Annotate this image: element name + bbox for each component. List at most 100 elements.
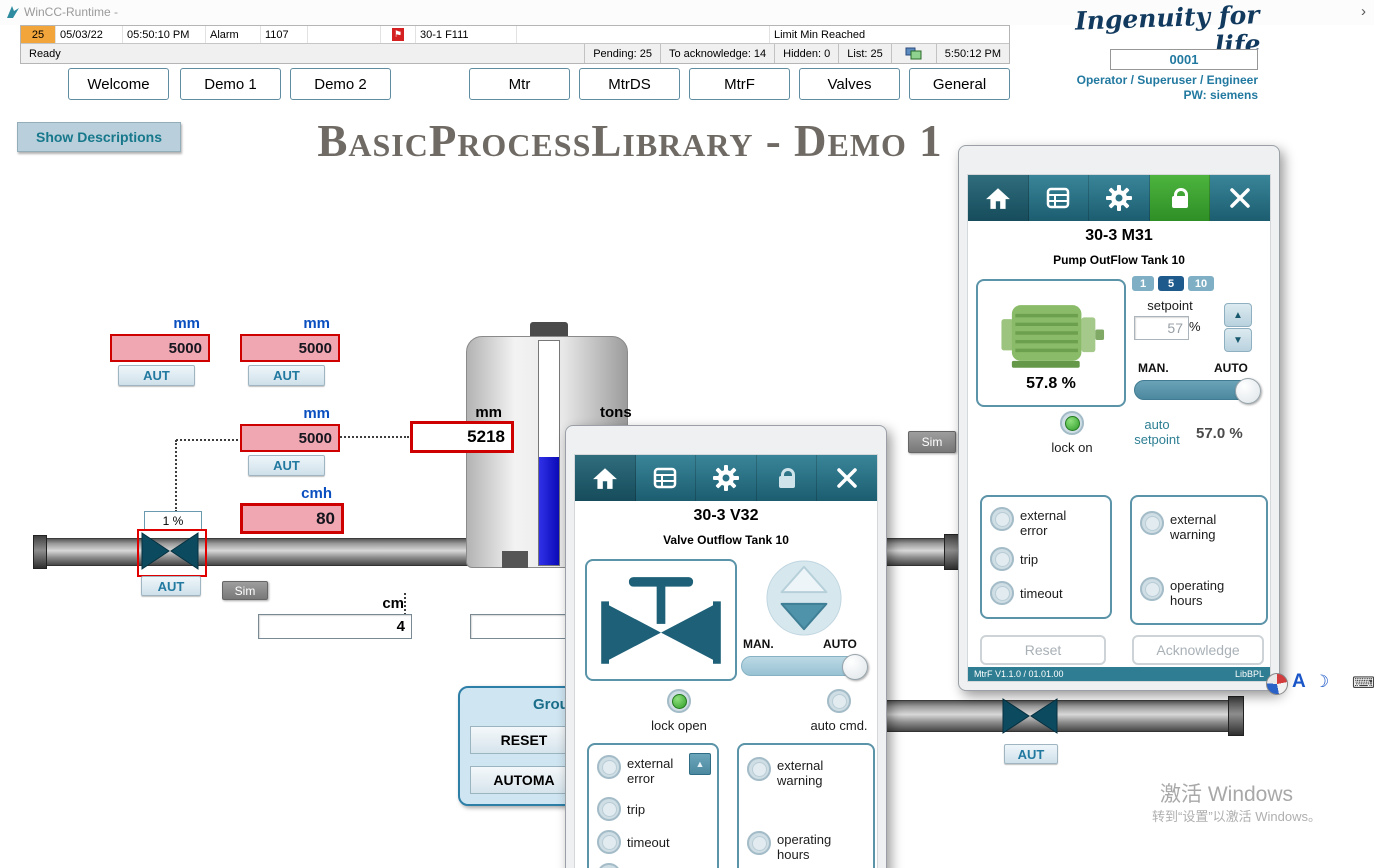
nav-button-mtrds[interactable]: MtrDS — [579, 68, 680, 100]
arrow-up-icon — [780, 565, 828, 594]
nav-button-welcome[interactable]: Welcome — [68, 68, 169, 100]
lock-tab[interactable] — [757, 455, 818, 501]
value-display-alarm[interactable]: 5000 — [240, 424, 340, 452]
alarm-row[interactable]: 25 05/03/22 05:50:10 PM Alarm 1107 ⚑ 30-… — [21, 26, 1009, 43]
alarm-cell-id: 1107 — [261, 26, 308, 43]
group-reset-button[interactable]: RESET — [470, 726, 578, 754]
valve-icon[interactable] — [1002, 698, 1058, 734]
settings-tab[interactable] — [696, 455, 757, 501]
setpoint-input[interactable]: 57 — [1134, 316, 1189, 340]
dotted-line — [175, 440, 177, 512]
nav-button-general[interactable]: General — [909, 68, 1010, 100]
motor-symbol-panel: 57.8 % — [976, 279, 1126, 407]
auto-cmd-label: auto cmd. — [810, 718, 868, 733]
setpoint-unit: % — [1189, 319, 1201, 334]
faceplate-tag: 30-3 V32 — [693, 507, 759, 524]
open-close-arrows[interactable] — [765, 559, 843, 637]
aut-mode-button[interactable]: AUT — [1004, 744, 1058, 764]
unit-label: mm — [173, 315, 200, 332]
man-auto-slider[interactable] — [1134, 378, 1261, 404]
nav-button-mtrf[interactable]: MtrF — [689, 68, 790, 100]
auto-label: AUTO — [1214, 361, 1248, 375]
details-tab[interactable] — [636, 455, 697, 501]
nav-button-valves[interactable]: Valves — [799, 68, 900, 100]
indicator-led — [597, 863, 621, 868]
value-display-alarm[interactable]: 5000 — [240, 334, 340, 362]
indicator-label: external warning — [1170, 512, 1217, 542]
aut-mode-button[interactable]: AUT — [248, 365, 325, 386]
dotted-line — [333, 436, 409, 438]
nav-button-demo1[interactable]: Demo 1 — [180, 68, 281, 100]
touch-keyboard-icon[interactable]: ⌨ — [1352, 675, 1374, 692]
indicator-led — [747, 757, 771, 781]
group-automatic-button[interactable]: AUTOMA — [470, 766, 578, 794]
station-id-field[interactable]: 0001 — [1110, 49, 1258, 70]
valve-position-display[interactable]: 1 % — [144, 511, 202, 531]
nav-button-mtr[interactable]: Mtr — [469, 68, 570, 100]
details-tab[interactable] — [1029, 175, 1090, 221]
arrow-down-icon — [780, 602, 828, 631]
password-hint-label: PW: siemens — [1183, 88, 1258, 102]
step-tab-5[interactable]: 5 — [1158, 276, 1184, 291]
valve-symbol-icon — [601, 577, 721, 664]
aut-mode-button[interactable]: AUT — [118, 365, 195, 386]
chevron-right-icon[interactable]: › — [1361, 3, 1366, 20]
sim-button[interactable]: Sim — [908, 431, 956, 453]
unit-label: cm — [382, 595, 404, 612]
reset-button[interactable]: Reset — [980, 635, 1106, 665]
windows-activation-line2: 转到“设置”以激活 Windows。 — [1152, 809, 1322, 824]
alarm-cell-message: Limit Min Reached — [774, 28, 866, 41]
home-tab[interactable] — [575, 455, 636, 501]
alarm-cell-empty — [308, 26, 381, 43]
indicator-led — [990, 547, 1014, 571]
step-tab-10[interactable]: 10 — [1188, 276, 1214, 291]
indicator-label: timeout — [1020, 586, 1063, 601]
ime-moon-icon[interactable]: ☽ — [1314, 672, 1330, 691]
alarm-statusbar: Ready Pending: 25 To acknowledge: 14 Hid… — [21, 43, 1009, 63]
home-tab[interactable] — [968, 175, 1029, 221]
tank-outlet — [502, 551, 528, 568]
close-button[interactable] — [817, 455, 877, 501]
lock-tab-active[interactable] — [1149, 175, 1211, 221]
wincc-logo-icon — [7, 6, 19, 18]
man-auto-slider[interactable] — [741, 654, 868, 680]
window-title: WinCC-Runtime - — [24, 5, 119, 19]
ime-globe-icon[interactable] — [1266, 673, 1288, 695]
auto-setpoint-value: 57.0 % — [1196, 425, 1243, 442]
scroll-up-button[interactable]: ▲ — [689, 753, 711, 775]
slider-knob[interactable] — [842, 654, 868, 680]
unit-label: mm — [475, 404, 502, 421]
level-value-display[interactable]: 5218 — [410, 421, 514, 453]
faceplate-description: Valve Outflow Tank 10 — [663, 533, 789, 547]
slider-knob[interactable] — [1235, 378, 1261, 404]
aut-mode-button[interactable]: AUT — [248, 455, 325, 476]
alarm-clock: 5:50:12 PM — [935, 44, 1009, 63]
gear-icon — [1105, 185, 1132, 211]
flow-value-display[interactable]: 80 — [240, 503, 344, 534]
valve-icon[interactable] — [141, 532, 199, 570]
lock-open-label: lock open — [651, 718, 707, 733]
cm-input[interactable]: 4 — [258, 614, 412, 639]
setpoint-down-button[interactable]: ▼ — [1224, 328, 1252, 352]
alarm-cell-source: 30-1 F111 — [416, 26, 517, 43]
unit-label: mm — [303, 405, 330, 422]
faceplate-header — [575, 455, 877, 501]
gear-icon — [712, 465, 739, 491]
close-icon — [837, 468, 857, 488]
table-icon — [1047, 187, 1070, 209]
aut-mode-button[interactable]: AUT — [141, 576, 201, 596]
settings-tab[interactable] — [1089, 175, 1150, 221]
nav-button-demo2[interactable]: Demo 2 — [290, 68, 391, 100]
show-descriptions-button[interactable]: Show Descriptions — [17, 122, 181, 152]
step-tab-1[interactable]: 1 — [1132, 276, 1154, 291]
lock-on-led — [1060, 411, 1084, 435]
close-button[interactable] — [1210, 175, 1270, 221]
lock-open-led — [667, 689, 691, 713]
acknowledge-button[interactable]: Acknowledge — [1132, 635, 1264, 665]
page-title: BasicProcessLibrary - Demo 1 — [317, 116, 943, 166]
value-display-alarm[interactable]: 5000 — [110, 334, 210, 362]
sim-button[interactable]: Sim — [222, 581, 268, 600]
setpoint-up-button[interactable]: ▲ — [1224, 303, 1252, 327]
ime-letter-icon[interactable]: A — [1292, 671, 1306, 692]
man-label: MAN. — [743, 637, 774, 651]
